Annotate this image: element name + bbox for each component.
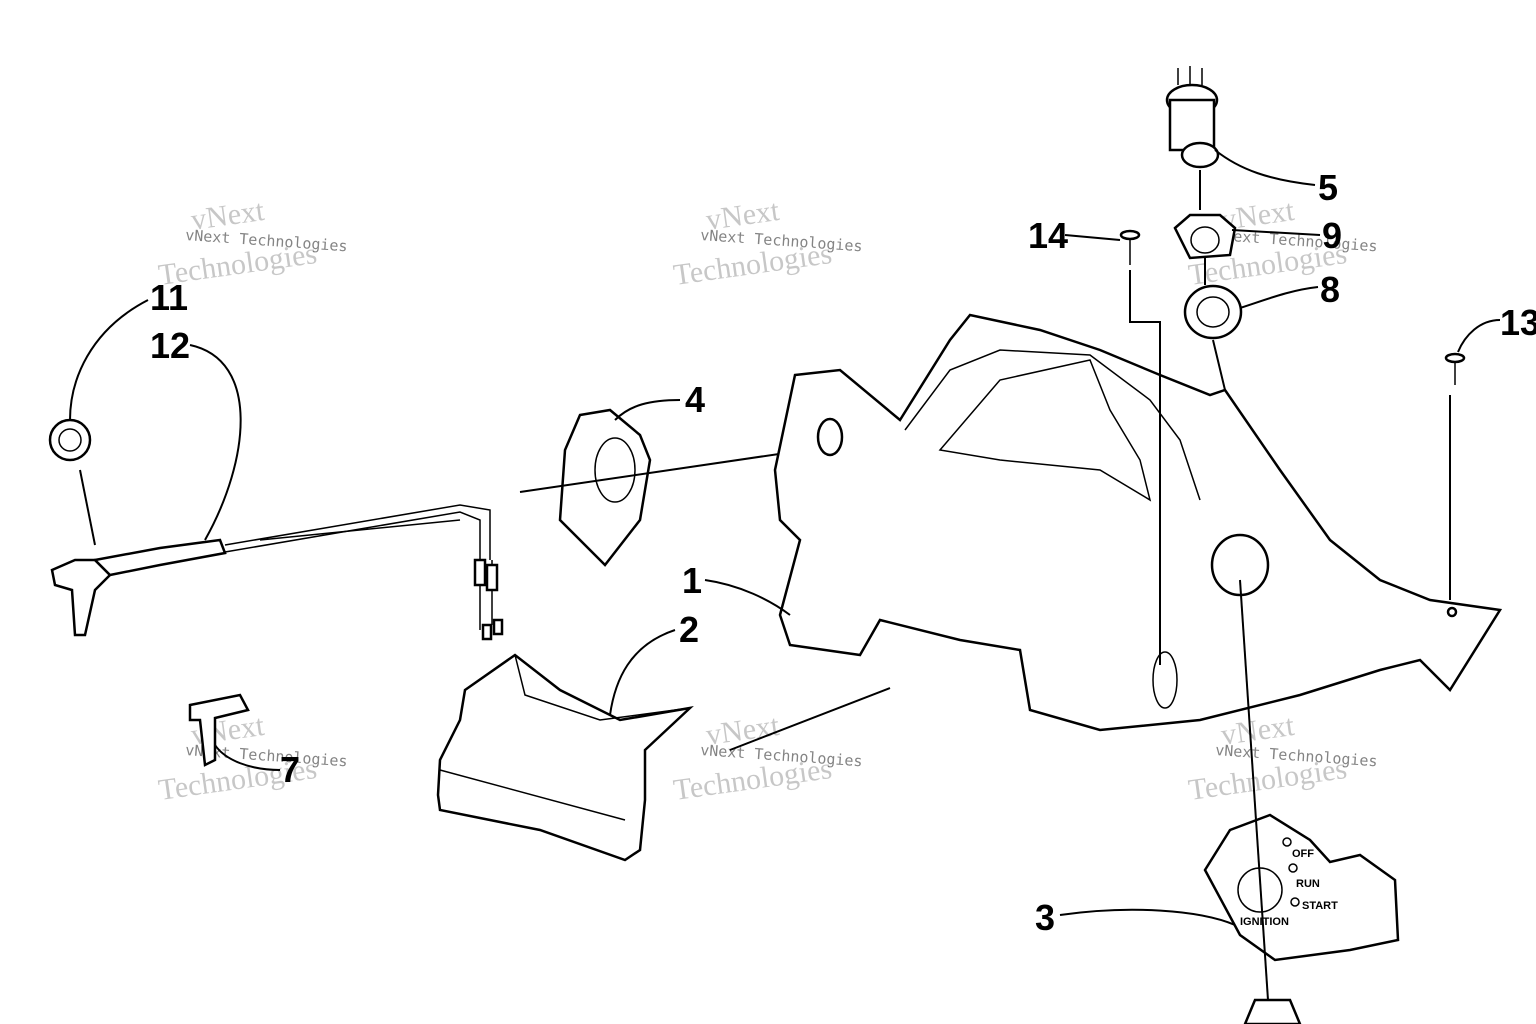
callout-11: 11 — [150, 277, 188, 318]
leader-9 — [1231, 229, 1321, 236]
leader-13 — [1457, 319, 1501, 353]
leader-axis-2 — [729, 687, 891, 751]
leader-12 — [189, 344, 242, 541]
callout-12: 12 — [150, 325, 190, 366]
leader-axis-5-8 — [1199, 170, 1226, 391]
callout-1: 1 — [682, 560, 702, 601]
ignition-off-label: OFF — [1292, 848, 1314, 860]
part-2-lower-cover — [436, 653, 694, 862]
leader-8 — [1239, 286, 1319, 309]
callout-2: 2 — [679, 609, 699, 650]
leader-4 — [614, 399, 681, 421]
callout-3: 3 — [1035, 897, 1055, 938]
leader-11 — [69, 299, 149, 421]
callout-7: 7 — [280, 749, 300, 790]
leader-1 — [704, 579, 791, 616]
leader-3 — [1059, 908, 1236, 926]
leader-14 — [1064, 234, 1121, 241]
leader-axis-14 — [1129, 270, 1161, 665]
part-9-nut — [1173, 213, 1237, 260]
callout-13: 13 — [1500, 302, 1536, 343]
part-13-screw — [1444, 352, 1466, 385]
part-14-screw — [1119, 229, 1141, 265]
part-3-ignition-plate: OFF RUN START IGNITION — [1203, 813, 1400, 1024]
ignition-start-label: START — [1302, 900, 1338, 912]
leader-5 — [1214, 149, 1316, 186]
part-11-nut — [48, 418, 92, 462]
ignition-run-label: RUN — [1296, 878, 1320, 890]
callout-5: 5 — [1318, 167, 1338, 208]
ignition-label: IGNITION — [1240, 916, 1289, 928]
callout-14: 14 — [1028, 215, 1068, 256]
part-7-clip — [188, 693, 250, 767]
leader-axis-3 — [1239, 579, 1269, 1001]
part-12-switch-cable — [50, 504, 504, 641]
leader-2 — [609, 629, 676, 716]
callout-9: 9 — [1322, 215, 1342, 256]
leader-7 — [214, 744, 281, 771]
callout-4: 4 — [685, 379, 705, 420]
part-4-plate — [558, 408, 652, 567]
part-5-lamp — [1165, 66, 1220, 169]
part-8-washer — [1183, 284, 1243, 340]
leader-11-nut — [79, 469, 96, 546]
callout-8: 8 — [1320, 269, 1340, 310]
part-1-console-housing — [773, 313, 1503, 732]
